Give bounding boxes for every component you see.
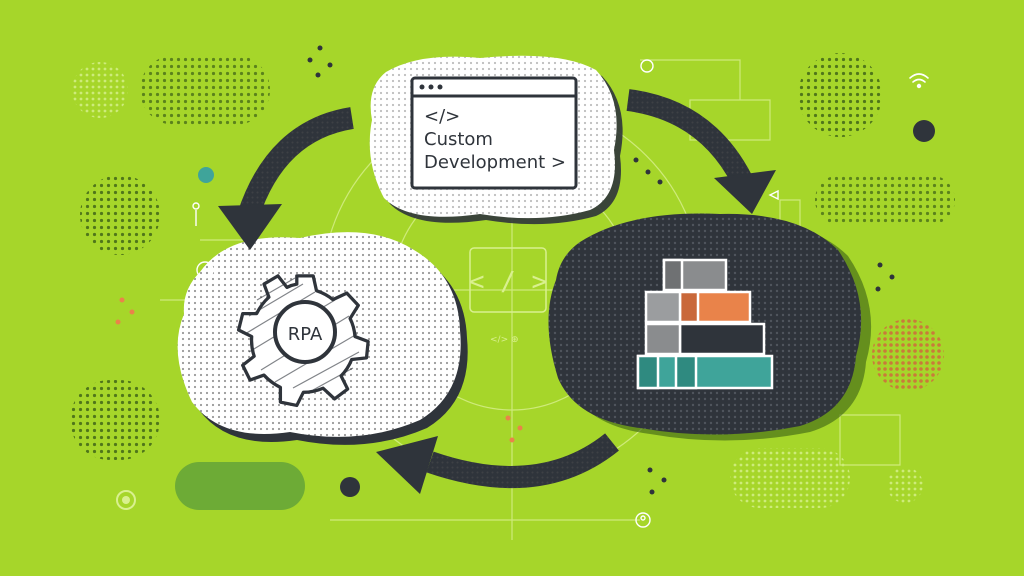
center-code-icon: < / > — [469, 267, 547, 297]
decorative-line-icons — [192, 59, 779, 528]
decorative-halftone-shapes — [70, 53, 955, 510]
node-rpa: RPA — [177, 232, 468, 445]
node-building-blocks — [548, 213, 872, 441]
node-custom-development: </> Custom Development > — [369, 55, 623, 225]
arrow-to-blocks — [626, 89, 776, 214]
center-code-box: < / > — [469, 247, 547, 313]
gear-icon — [236, 274, 370, 408]
stacked-blocks-icon — [636, 258, 774, 390]
development-label: Development > — [424, 152, 566, 173]
arrow-to-rpa-bottom — [376, 433, 619, 494]
decorative-dots — [115, 45, 935, 510]
browser-window-icon — [410, 76, 578, 190]
custom-label: Custom — [424, 129, 493, 150]
wifi-icon — [909, 73, 929, 89]
rpa-label: RPA — [288, 324, 323, 345]
small-code-tag: </> ⊕ — [490, 335, 519, 345]
arrow-to-rpa — [218, 107, 355, 250]
code-bracket-label: </> — [424, 106, 460, 127]
cycle-arrow-icon — [218, 89, 776, 494]
